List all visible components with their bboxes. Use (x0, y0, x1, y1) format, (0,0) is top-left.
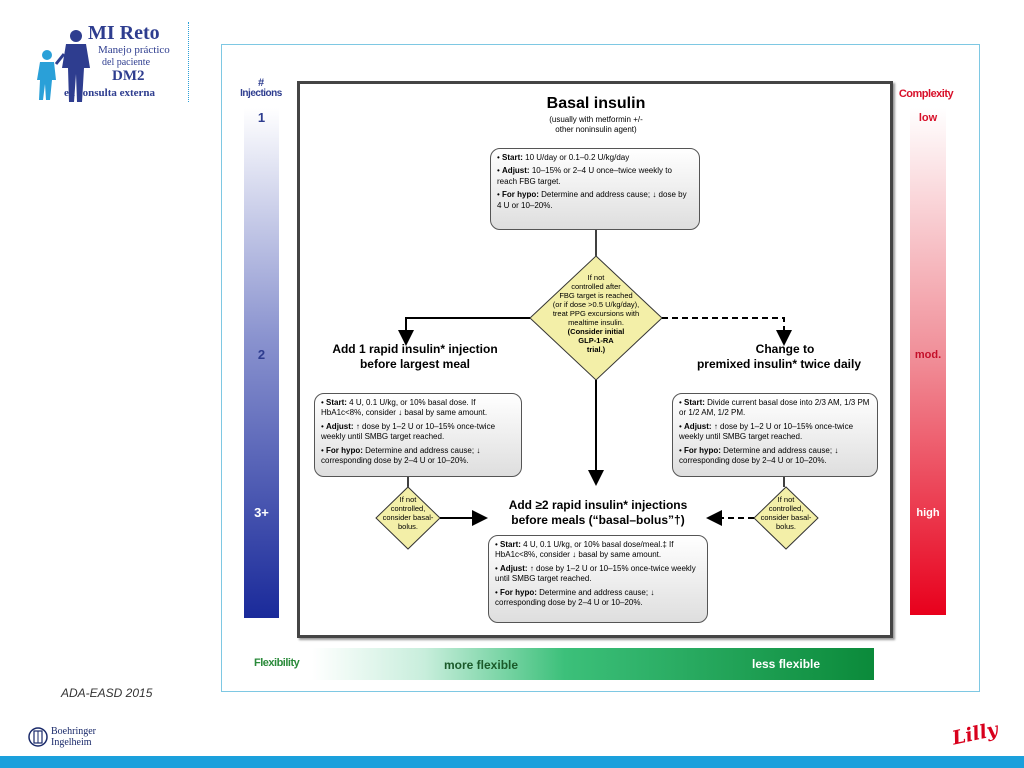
bolus-title-2: before meals (“basal–bolus”†) (511, 513, 685, 527)
left-start: 4 U, 0.1 U/kg, or 10% basal dose. If HbA… (321, 398, 488, 418)
left-hypo: Determine and address cause; ↓ correspon… (321, 445, 481, 465)
figure-frame (221, 44, 980, 692)
boehringer-line1: Boehringer (51, 726, 96, 737)
right-branch-title-2: premixed insulin* twice daily (696, 357, 862, 371)
right-adjust: ↑ dose by 1–2 U or 10–15% once-twice wee… (679, 421, 854, 442)
bolus-hypo: Determine and address cause; ↓ correspon… (495, 587, 655, 607)
injections-level-1: 1 (257, 110, 266, 125)
flexibility-less: less flexible (752, 657, 821, 671)
people-logo-icon (37, 30, 90, 102)
complexity-level-high: high (916, 507, 940, 519)
basal-hypo: Determine and address cause; ↓ dose by 4… (497, 190, 687, 210)
logo-line1: Manejo práctico (98, 44, 170, 56)
source-citation: ADA-EASD 2015 (61, 686, 153, 700)
bolus-title-1: Add ≥2 rapid insulin* injections (508, 498, 688, 512)
connectors (375, 229, 819, 550)
boehringer-logo: Boehringer Ingelheim (28, 724, 118, 750)
mi-reto-logo: MI Reto Manejo práctico del paciente DM2… (30, 20, 200, 110)
flexibility-more: more flexible (444, 658, 519, 672)
injections-title: Injections (240, 88, 282, 99)
bolus-start: 4 U, 0.1 U/kg, or 10% basal dose/meal.‡ … (495, 540, 674, 560)
logo-line3: DM2 (112, 68, 145, 84)
basal-subtitle-2: other noninsulin agent) (555, 125, 637, 134)
logo-line4: en consulta externa (64, 87, 156, 99)
basal-subtitle-1: (usually with metformin +/- (549, 115, 643, 124)
left-branch-box: • Start: 4 U, 0.1 U/kg, or 10% basal dos… (314, 393, 522, 477)
boehringer-line2: Ingelheim (51, 737, 92, 748)
boehringer-emblem-icon (28, 727, 48, 747)
algorithm-chart: Basal insulin (usually with metformin +/… (297, 81, 893, 638)
flexibility-bar (312, 648, 874, 680)
bolus-adjust: ↑ dose by 1–2 U or 10–15% once-twice wee… (495, 563, 696, 584)
decision-main-text: If not controlled after FBG target is re… (552, 273, 640, 354)
complexity-title: Complexity (898, 88, 954, 100)
injections-level-2: 2 (257, 347, 266, 362)
decision-diamond-left (375, 486, 441, 550)
decision-left-text: If not controlled, consider basal- bolus… (382, 495, 434, 531)
left-branch-title-2: before largest meal (359, 357, 471, 371)
left-adjust: ↑ dose by 1–2 U or 10–15% once-twice wee… (321, 421, 496, 442)
complexity-bar (910, 108, 946, 615)
bottom-stripe (0, 756, 1024, 768)
basal-start: 10 U/day or 0.1–0.2 U/kg/day (525, 153, 630, 162)
logo-line2: del paciente (102, 57, 151, 68)
basal-title: Basal insulin (546, 95, 646, 112)
right-branch-title-1: Change to (755, 342, 815, 356)
decision-diamond-right (753, 486, 819, 550)
lilly-logo: Lilly (950, 718, 1000, 750)
logo-title: MI Reto (88, 22, 160, 44)
right-start: Divide current basal dose into 2/3 AM, 1… (679, 398, 870, 418)
left-branch-title-1: Add 1 rapid insulin* injection (332, 342, 498, 356)
basal-box: • Start: 10 U/day or 0.1–0.2 U/kg/day • … (490, 148, 700, 230)
decision-right-text: If not controlled, consider basal- bolus… (760, 495, 812, 531)
right-hypo: Determine and address cause; ↓ correspon… (679, 445, 839, 465)
injections-bar (244, 108, 279, 618)
basal-adjust: 10–15% or 2–4 U once–twice weekly to rea… (497, 166, 672, 186)
injections-level-3: 3+ (254, 505, 269, 520)
injections-symbol: # (257, 77, 265, 89)
complexity-level-mod: mod. (914, 349, 942, 361)
logo-divider (188, 22, 189, 102)
flexibility-title: Flexibility (254, 657, 300, 669)
complexity-level-low: low (918, 112, 938, 124)
injections-axis: # Injections (236, 77, 286, 100)
bolus-box: • Start: 4 U, 0.1 U/kg, or 10% basal dos… (488, 535, 708, 623)
right-branch-box: • Start: Divide current basal dose into … (672, 393, 878, 477)
